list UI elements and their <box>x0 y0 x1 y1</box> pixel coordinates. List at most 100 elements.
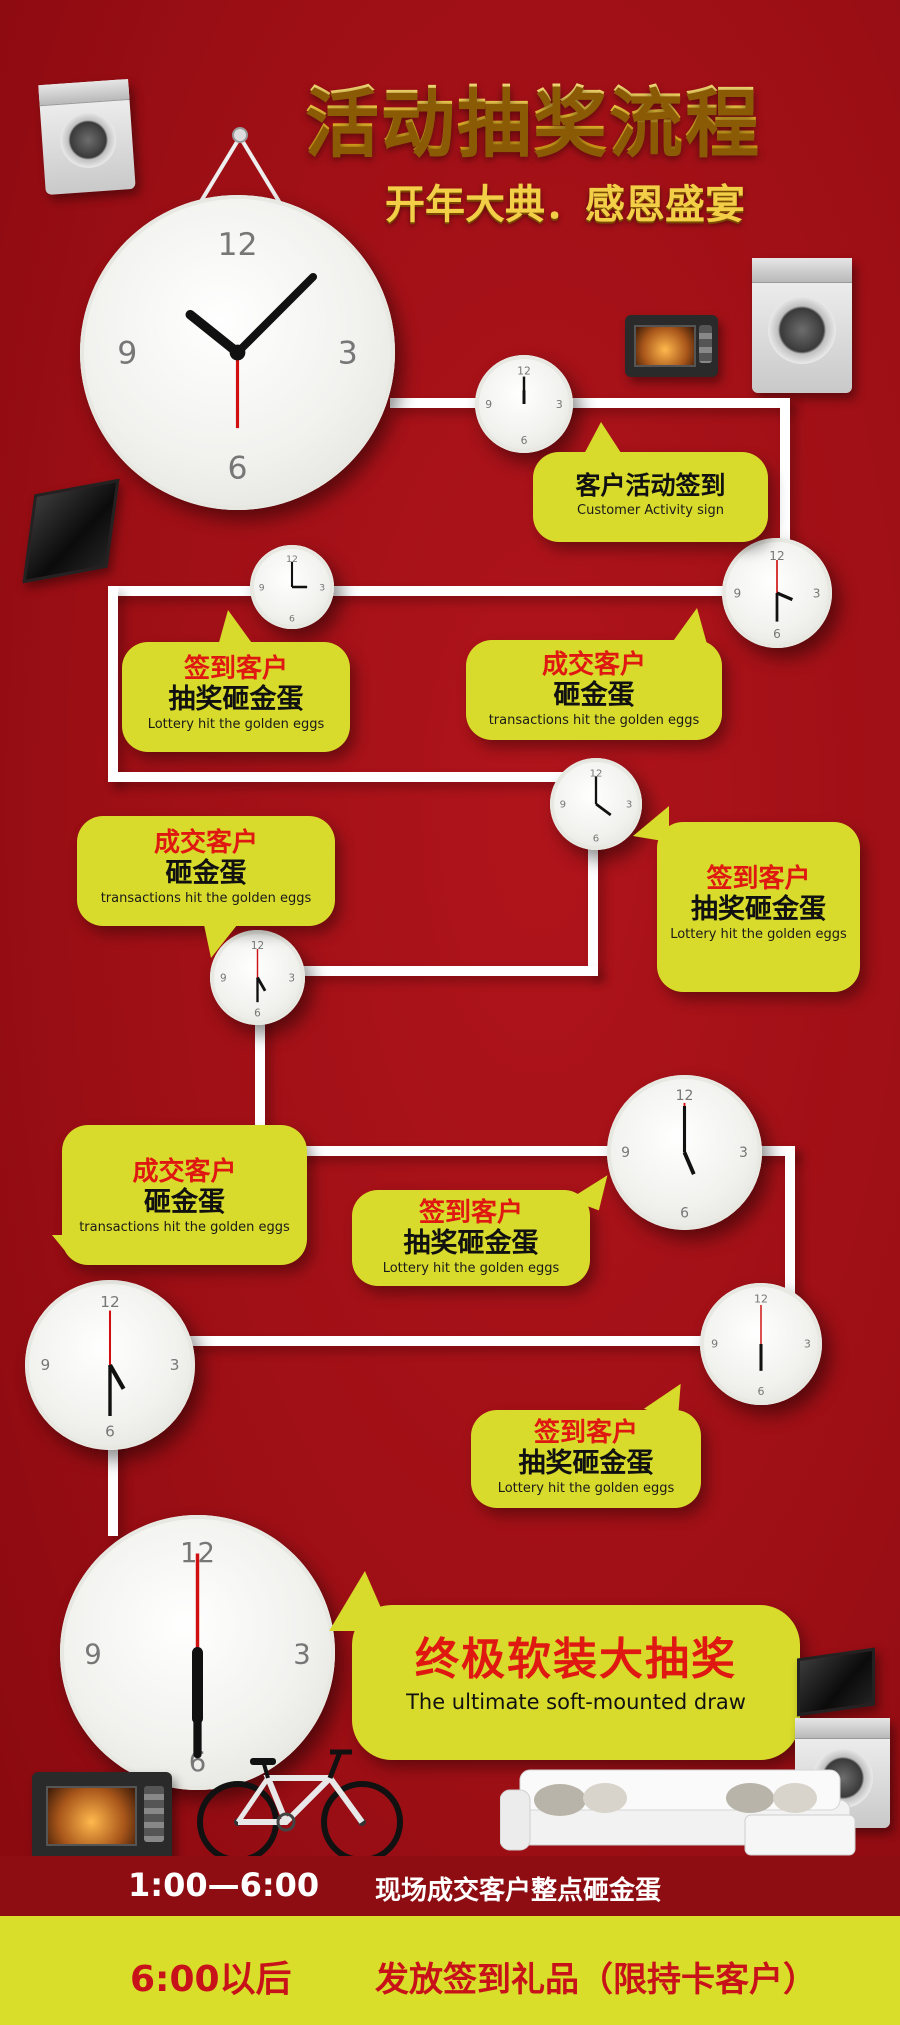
step-6-en: transactions hit the golden eggs <box>79 1220 290 1235</box>
flow-path <box>108 586 118 782</box>
svg-text:12: 12 <box>217 227 257 263</box>
step-7-cn-black: 抽奖砸金蛋 <box>403 1228 539 1259</box>
flow-path <box>108 772 598 782</box>
svg-text:12: 12 <box>590 768 603 779</box>
flow-path <box>588 772 598 976</box>
schedule-1-time: 1:00—6:00 <box>128 1866 320 1904</box>
svg-text:6: 6 <box>189 1746 207 1778</box>
svg-text:9: 9 <box>41 1356 51 1374</box>
svg-text:3: 3 <box>288 972 295 984</box>
flow-path <box>780 398 790 596</box>
svg-text:6: 6 <box>593 834 599 845</box>
step-8-cn-red: 签到客户 <box>533 1418 638 1448</box>
bubble-step-7: 签到客户 抽奖砸金蛋 Lottery hit the golden eggs <box>352 1165 612 1286</box>
svg-text:3: 3 <box>813 586 821 600</box>
bicycle-icon <box>197 1749 403 1863</box>
clock-step-1: 12 3 6 9 <box>475 355 573 453</box>
svg-text:3: 3 <box>804 1338 811 1351</box>
oven-icon <box>625 315 718 377</box>
step-3-cn-black: 抽奖砸金蛋 <box>168 684 304 715</box>
tv-icon <box>797 1647 875 1717</box>
svg-text:9: 9 <box>117 336 137 372</box>
svg-text:12: 12 <box>100 1293 119 1311</box>
step-8-cn-black: 抽奖砸金蛋 <box>518 1448 654 1479</box>
clock-step-6: 12 3 6 9 <box>607 1075 762 1230</box>
step-2-cn-red: 成交客户 <box>541 650 646 680</box>
bubble-step-6: 成交客户 砸金蛋 transactions hit the golden egg… <box>51 1125 307 1265</box>
schedule-row-2: 6:00以后 发放签到礼品（限持卡客户） <box>0 1916 900 2025</box>
flow-path <box>108 586 790 596</box>
svg-text:3: 3 <box>293 1639 311 1671</box>
step-5-cn-black: 砸金蛋 <box>165 858 247 889</box>
step-5-cn-red: 成交客户 <box>153 828 258 858</box>
clock-step-7: 12 3 6 9 <box>25 1280 195 1450</box>
step-6-cn-red: 成交客户 <box>132 1157 237 1187</box>
svg-text:6: 6 <box>105 1422 115 1440</box>
sub-title: 开年大典．感恩盛宴 <box>385 182 745 228</box>
finale-en: The ultimate soft-mounted draw <box>406 1690 746 1714</box>
svg-text:3: 3 <box>338 336 358 372</box>
oven-icon <box>32 1772 172 1862</box>
clock-finale: 12 3 6 9 <box>60 1515 335 1790</box>
svg-text:3: 3 <box>739 1145 748 1161</box>
flow-path <box>255 966 598 976</box>
svg-text:9: 9 <box>621 1145 630 1161</box>
clock-step-2: 12 3 6 9 <box>722 538 832 648</box>
svg-text:12: 12 <box>676 1088 694 1104</box>
svg-text:9: 9 <box>259 582 265 593</box>
step-1-cn: 客户活动签到 <box>575 471 726 500</box>
svg-text:9: 9 <box>220 972 227 984</box>
svg-text:3: 3 <box>170 1356 180 1374</box>
schedule-2-desc: 发放签到礼品（限持卡客户） <box>375 1960 817 2000</box>
step-6-cn-black: 砸金蛋 <box>144 1187 225 1218</box>
step-3-cn-red: 签到客户 <box>183 654 288 684</box>
flow-path <box>108 1336 795 1346</box>
bubble-finale: 终极软装大抽奖 The ultimate soft-mounted draw <box>329 1571 800 1760</box>
svg-text:3: 3 <box>556 398 563 411</box>
bubble-step-1: 客户活动签到 Customer Activity sign <box>533 422 768 542</box>
svg-text:9: 9 <box>560 800 566 811</box>
clock-hanger <box>198 127 282 205</box>
finale-cn: 终极软装大抽奖 <box>415 1634 737 1685</box>
bubble-step-4: 签到客户 抽奖砸金蛋 Lottery hit the golden eggs <box>633 806 860 992</box>
washing-machine-icon <box>38 78 136 196</box>
svg-text:9: 9 <box>734 586 742 600</box>
step-2-en: transactions hit the golden eggs <box>488 713 700 728</box>
svg-text:9: 9 <box>711 1338 718 1351</box>
svg-text:12: 12 <box>251 940 264 952</box>
svg-text:3: 3 <box>319 582 325 593</box>
sofa-icon <box>500 1769 856 1856</box>
flow-path <box>785 1146 795 1346</box>
svg-text:6: 6 <box>227 451 247 487</box>
step-5-en: transactions hit the golden eggs <box>100 891 312 906</box>
step-7-cn-red: 签到客户 <box>418 1198 523 1228</box>
svg-text:6: 6 <box>254 1007 261 1019</box>
clock-large-top: 12 3 6 9 <box>80 195 395 510</box>
washing-machine-icon <box>752 258 852 393</box>
main-title: 活动抽奖流程 <box>305 62 761 169</box>
bubble-step-3: 签到客户 抽奖砸金蛋 Lottery hit the golden eggs <box>122 610 350 752</box>
clock-step-8: 12 3 6 9 <box>700 1283 822 1405</box>
flow-path <box>255 966 265 1156</box>
step-7-en: Lottery hit the golden eggs <box>382 1261 560 1276</box>
svg-text:9: 9 <box>485 398 492 411</box>
schedule-2-time: 6:00以后 <box>130 1959 292 2000</box>
clock-step-3: 12 3 6 9 <box>250 545 334 629</box>
svg-text:6: 6 <box>758 1385 765 1398</box>
svg-text:12: 12 <box>754 1293 768 1306</box>
step-4-cn-black: 抽奖砸金蛋 <box>691 894 826 925</box>
bubble-step-2: 成交客户 砸金蛋 transactions hit the golden egg… <box>466 608 722 740</box>
schedule-1-desc: 现场成交客户整点砸金蛋 <box>375 1876 662 1906</box>
svg-text:12: 12 <box>286 554 298 565</box>
svg-text:6: 6 <box>680 1206 689 1222</box>
svg-text:12: 12 <box>517 365 531 378</box>
step-3-en: Lottery hit the golden eggs <box>147 717 325 732</box>
svg-text:9: 9 <box>84 1639 102 1671</box>
svg-text:6: 6 <box>521 434 528 447</box>
step-4-en: Lottery hit the golden eggs <box>670 927 847 942</box>
svg-text:6: 6 <box>773 627 781 641</box>
svg-text:3: 3 <box>626 800 632 811</box>
step-1-en: Customer Activity sign <box>577 503 724 518</box>
flow-path <box>255 1146 795 1156</box>
